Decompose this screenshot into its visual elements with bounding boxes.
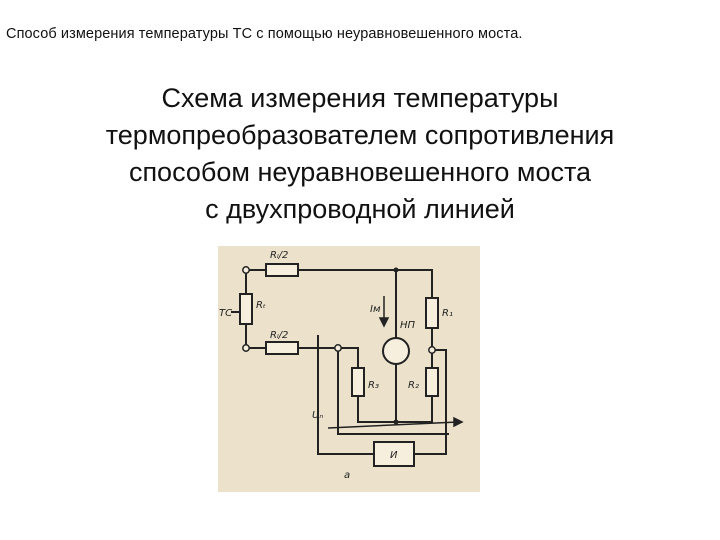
null-instrument [382, 337, 410, 365]
label-rl-top: Rₗ/2 [270, 250, 288, 261]
node-tc-top [242, 266, 250, 274]
resistor-r1 [425, 297, 439, 329]
node-right-junction [428, 346, 436, 354]
label-rt: Rₜ [256, 300, 266, 311]
title-line-2: термопреобразователем сопротивления [105, 120, 615, 150]
supply-arrow-line [327, 421, 459, 429]
resistor-r2 [425, 367, 439, 397]
slide-title: Схема измерения температуры термопреобра… [40, 80, 680, 228]
label-tc: ТС [219, 308, 232, 319]
title-line-1: Схема измерения температуры [161, 83, 559, 113]
title-line-3: способом неуравновешенного моста [128, 157, 592, 187]
node-tc-bottom [242, 344, 250, 352]
resistor-rt [239, 293, 253, 325]
bridge-circuit-svg: Rₗ/2 Rₜ ТС Rₗ/2 Iм НП R₁ R₃ R₂ Uₙ И а [219, 250, 464, 481]
label-r2: R₂ [408, 380, 419, 391]
node-top-center [393, 267, 399, 273]
label-and: И [390, 450, 398, 461]
node-bottom-junction [334, 344, 342, 352]
node-bottom-center [393, 419, 399, 425]
current-arrow-head [378, 317, 390, 328]
resistor-r3 [351, 367, 365, 397]
supply-arrow-head [453, 416, 464, 428]
label-a: а [344, 470, 350, 481]
label-r1: R₁ [442, 308, 453, 319]
indicator-box [373, 441, 415, 467]
label-rl-bottom: Rₗ/2 [270, 330, 288, 341]
label-np: НП [400, 320, 416, 331]
label-up: Uₙ [312, 410, 323, 421]
label-r3: R₃ [368, 380, 379, 391]
title-line-4: с двухпроводной линией [205, 194, 515, 224]
label-im: Iм [370, 304, 381, 315]
slide-header: Способ измерения температуры ТС с помощь… [6, 26, 523, 42]
resistor-rl-bottom [265, 341, 299, 355]
bridge-circuit-figure: Rₗ/2 Rₜ ТС Rₗ/2 Iм НП R₁ R₃ R₂ Uₙ И а [218, 246, 480, 492]
resistor-rl-top [265, 263, 299, 277]
